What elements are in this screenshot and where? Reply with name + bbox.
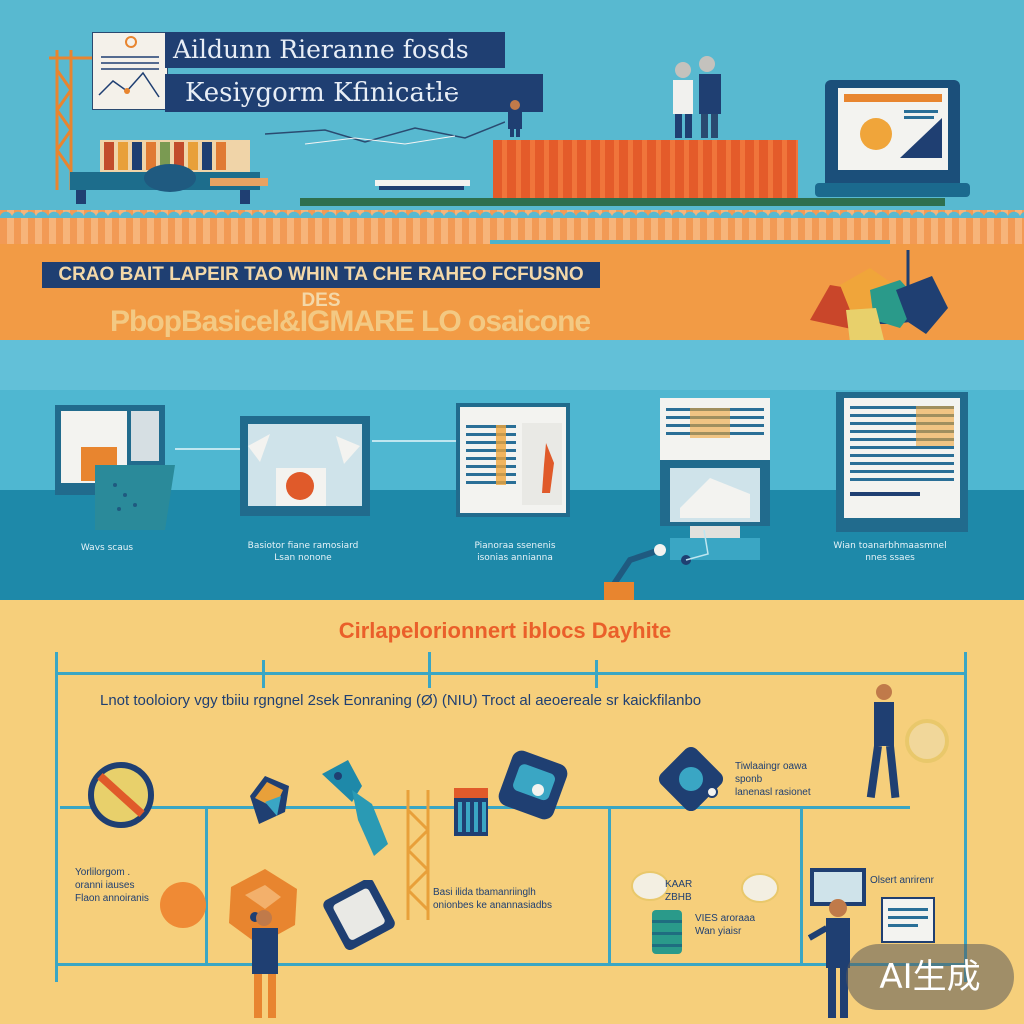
screen-caption-1: Wavs scaus	[80, 543, 134, 553]
timeline-connector	[205, 806, 208, 966]
factory-illustration	[70, 140, 268, 204]
screen-panel-5	[836, 392, 968, 532]
screen-caption-4: Wian toanarbhmaasmnel nnes ssaes	[833, 541, 947, 563]
timeline-bottom-line	[55, 963, 967, 966]
screen-panel-3	[456, 403, 570, 517]
scalloped-divider	[0, 210, 1024, 244]
sensor-device-icon	[498, 750, 568, 820]
timeline-tick	[595, 660, 598, 688]
monitor-screen	[838, 88, 948, 170]
timeline-top-line	[55, 672, 967, 675]
shipping-container-illustration	[493, 140, 798, 198]
screen-caption-3: Pianoraa ssenenis isonias annianna	[474, 541, 556, 563]
timeline-note-tiny: KAAR ZBHB	[665, 879, 693, 903]
engineer-standing-icon	[866, 684, 900, 799]
engineer-presenting-icon	[808, 899, 850, 1018]
battery-pack-icon	[454, 788, 488, 836]
connector-line	[175, 448, 245, 450]
worker-figure-icon	[508, 100, 522, 137]
page-title: Aildunn Rieranne fosds	[165, 32, 505, 68]
screen-panel-1	[55, 405, 175, 530]
banner-subheading: PbopBasicel&IGMARE LO osaicone	[110, 305, 591, 338]
control-chip-icon	[658, 746, 724, 812]
timeline-connector	[800, 806, 803, 966]
tablet-device-icon	[323, 880, 395, 950]
document-window-icon	[881, 897, 935, 943]
speech-bubble-icon	[631, 871, 669, 901]
title-rule	[420, 90, 520, 92]
timeline-note-right-lower: Olsert anrirenr	[870, 875, 934, 886]
connector-line	[372, 440, 456, 442]
orange-sphere-icon	[160, 882, 206, 928]
timeline-tick	[262, 660, 265, 688]
timeline-connector	[608, 806, 611, 966]
timeline-note-small: VIES aroraaa Wan yiaisr	[695, 913, 756, 937]
timeline-note-left: Yorlilorgom . oranni iauses Flaon annoir…	[75, 867, 149, 904]
crane-illustration	[49, 50, 103, 190]
tower-icon	[406, 790, 430, 920]
timeline-title: Cirlapelorionnert iblocs Dayhite	[338, 618, 672, 643]
light-blue-band	[0, 340, 1024, 390]
timeline-tick	[428, 652, 431, 688]
timeline-note-center: Basi ilida tbamanriinglh onionbes ke ana…	[433, 887, 552, 911]
robot-arm-illustration	[604, 529, 709, 600]
title-card-icon	[92, 32, 168, 110]
module-box-icon	[229, 869, 297, 945]
cable-line-illustration	[265, 121, 505, 145]
crystal-icon	[250, 776, 289, 824]
timeline-note-right-upper: Tiwlaaingr oawa sponb lanenasl rasionet	[735, 761, 811, 798]
robotic-arm-icon	[322, 760, 388, 856]
divider-rule	[490, 240, 890, 245]
tray-illustration	[375, 180, 470, 190]
screen-caption-2: Basiotor fiane ramosiard Lsan nonone	[247, 541, 359, 563]
prohibited-icon	[88, 762, 154, 828]
ai-generated-badge: AI生成	[846, 944, 1014, 1010]
monitor-base	[815, 183, 970, 197]
screen-panel-4	[660, 398, 770, 560]
storage-cylinder-icon	[652, 910, 682, 954]
page-subtitle: Kesiygorm Kfinicatle	[165, 74, 543, 112]
ground-strip	[300, 198, 945, 206]
banner-heading: CRAO BAIT LAPEIR TAO WHIN TA CHE RAHEO F…	[42, 262, 600, 311]
speech-bubble-icon	[741, 873, 779, 903]
coin-badge-icon	[905, 719, 949, 763]
timeline-right-line	[964, 652, 967, 982]
timeline-background	[0, 600, 1024, 1024]
timeline-subtitle: Lnot tooloiory vgy tbiiu rgngnel 2sek Eo…	[100, 692, 702, 709]
screen-panel-2	[240, 416, 370, 516]
worker-walking-icon	[252, 910, 278, 1018]
timeline-left-line	[55, 652, 58, 982]
engineers-figure-icon	[673, 56, 721, 138]
